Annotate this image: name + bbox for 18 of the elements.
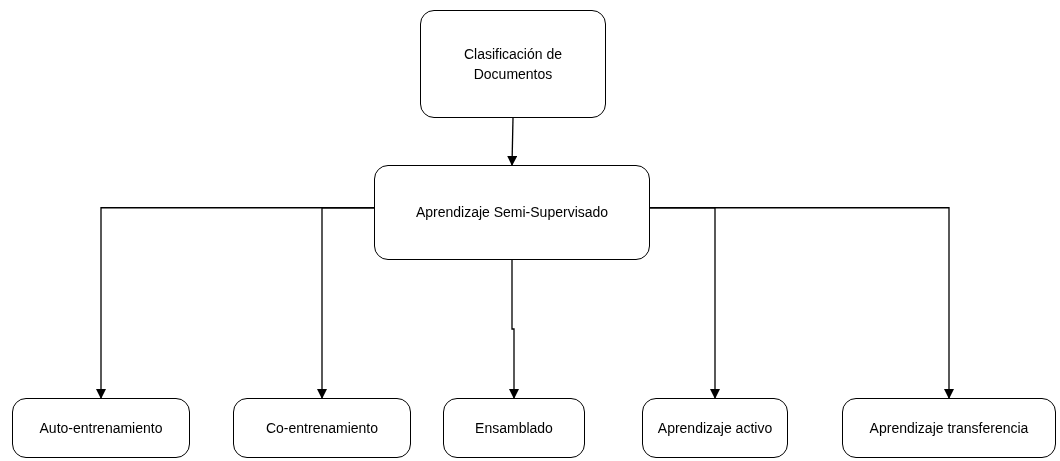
node-label: Aprendizaje transferencia (869, 418, 1029, 438)
node-label: Auto-entrenamiento (39, 418, 163, 438)
process-box (12, 398, 190, 458)
arrow (317, 207, 375, 399)
process-box (420, 10, 606, 118)
arrow (649, 207, 954, 399)
process-box (842, 398, 1056, 458)
process-box (642, 398, 788, 458)
node-label: Aprendizaje activo (657, 418, 773, 438)
node-label: Ensamblado (475, 418, 553, 438)
process-box (374, 165, 650, 260)
node-label: Aprendizaje Semi-Supervisado (415, 203, 609, 223)
process-box (233, 398, 411, 458)
node-label: Co-entrenamiento (265, 418, 379, 438)
process-box (443, 398, 585, 458)
node-label: Clasificación de Documentos (462, 44, 564, 84)
arrow (509, 259, 519, 399)
arrow (507, 117, 518, 166)
